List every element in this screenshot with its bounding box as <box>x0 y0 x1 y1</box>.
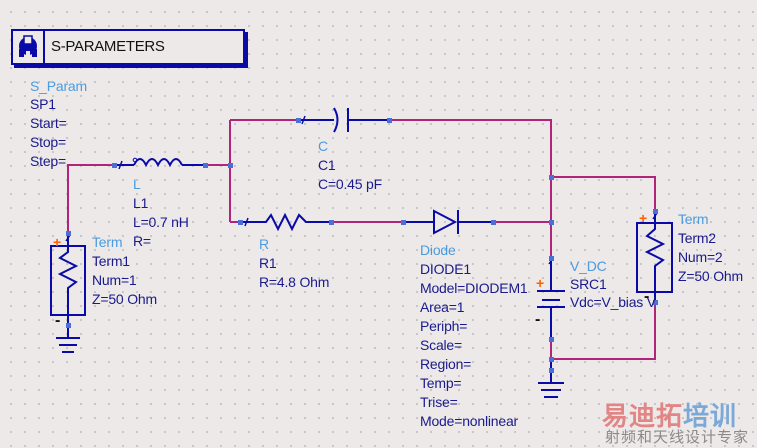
sparams-title: S-PARAMETERS <box>51 38 165 55</box>
term2-param-z[interactable]: Z=50 Ohm <box>678 268 743 284</box>
term1-param-num[interactable]: Num=1 <box>92 272 137 288</box>
term1-plus-marker: + <box>53 234 62 250</box>
sparams-param-step: Step= <box>30 153 66 169</box>
inductor-param-l[interactable]: L=0.7 nH <box>133 214 189 230</box>
vdc-type-label: V_DC <box>570 258 607 274</box>
capacitor-symbol <box>298 107 390 133</box>
capacitor-instance-label[interactable]: C1 <box>318 157 336 173</box>
vdc-minus-marker: - <box>535 311 541 328</box>
term1-instance-label[interactable]: Term1 <box>92 253 130 269</box>
sparams-instance-label: SP1 <box>30 96 56 112</box>
diode-param-region[interactable]: Region= <box>420 356 472 372</box>
ground-1-symbol <box>56 337 80 353</box>
resistor-type-label: R <box>259 236 269 252</box>
watermark-title-red: 易迪拓 <box>602 401 684 431</box>
wire-term2-bottom <box>551 303 656 360</box>
vdc-plus-marker: + <box>536 275 545 291</box>
term1-param-z[interactable]: Z=50 Ohm <box>92 291 157 307</box>
wire-term1-to-inductor <box>67 164 114 233</box>
inductor-instance-label[interactable]: L1 <box>133 195 149 211</box>
wire-cap-to-right <box>390 119 552 222</box>
inductor-param-r[interactable]: R= <box>133 233 151 249</box>
inductor-symbol <box>114 157 206 168</box>
diode-param-temp[interactable]: Temp= <box>420 375 462 391</box>
diode-param-scale[interactable]: Scale= <box>420 337 462 353</box>
term2-instance-label[interactable]: Term2 <box>678 230 716 246</box>
resistor-instance-label[interactable]: R1 <box>259 255 277 271</box>
watermark-subtitle: 射频和天线设计专家 <box>605 429 750 446</box>
sparams-param-stop: Stop= <box>30 134 66 150</box>
wire-right-to-term2-top <box>551 176 656 211</box>
diode-param-trise[interactable]: Trise= <box>420 394 458 410</box>
term2-param-num[interactable]: Num=2 <box>678 249 723 265</box>
term1-type-label: Term <box>92 234 123 250</box>
term2-type-label: Term <box>678 211 709 227</box>
diode-param-model[interactable]: Model=DIODEM1 <box>420 280 528 296</box>
capacitor-param-c[interactable]: C=0.45 pF <box>318 176 382 192</box>
watermark-logo: 易迪拓培训 <box>602 396 737 433</box>
inductor-type-label: L <box>133 176 141 192</box>
vdc-source-symbol <box>537 257 565 340</box>
watermark-title-blue: 培训 <box>683 401 738 431</box>
diode-param-area[interactable]: Area=1 <box>420 299 465 315</box>
term2-plus-marker: + <box>639 210 648 226</box>
sparams-param-start: Start= <box>30 115 67 131</box>
sparams-controller[interactable]: S-PARAMETERS <box>11 29 245 65</box>
resistor-symbol <box>240 212 332 232</box>
sparams-type-label: S_Param <box>30 78 87 94</box>
diode-instance-label[interactable]: DIODE1 <box>420 261 471 277</box>
ads-simulation-icon <box>13 31 45 63</box>
vdc-param-vdc[interactable]: Vdc=V_bias V <box>570 294 656 310</box>
diode-type-label: Diode <box>420 242 456 258</box>
term1-symbol <box>50 233 86 338</box>
capacitor-type-label: C <box>318 138 328 154</box>
term1-minus-marker: - <box>55 312 61 329</box>
resistor-param-r[interactable]: R=4.8 Ohm <box>259 274 330 290</box>
pin-dots <box>66 118 658 373</box>
diode-param-periph[interactable]: Periph= <box>420 318 468 334</box>
diode-symbol <box>403 209 493 235</box>
vdc-instance-label[interactable]: SRC1 <box>570 276 607 292</box>
ground-2-symbol <box>538 359 564 398</box>
term2-minus-marker: - <box>644 288 650 305</box>
diode-param-mode[interactable]: Mode=nonlinear <box>420 413 518 429</box>
